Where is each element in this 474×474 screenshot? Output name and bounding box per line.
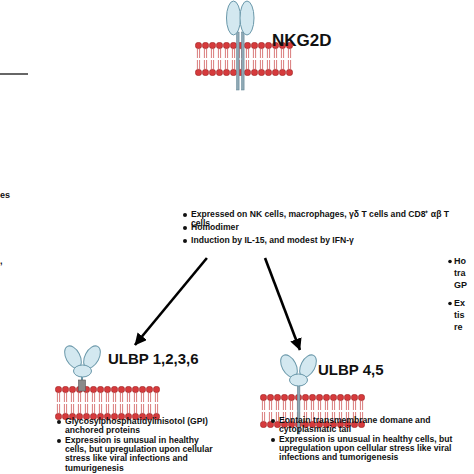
- cropped-rule: [0, 73, 28, 75]
- bullet-text: Expression is unusual in healthy cells, …: [56, 436, 214, 473]
- cropped-text: tra: [454, 268, 466, 278]
- receptor-node: NKG2DExpressed on NK cells, macrophages,…: [178, 0, 470, 258]
- molecule-title: ULBP 1,2,3,6: [108, 350, 238, 367]
- ligand-domain: [74, 365, 92, 377]
- cropped-text: es: [0, 190, 10, 200]
- receptor-stalk: [237, 32, 240, 90]
- bullet-dot: [448, 302, 452, 306]
- receptor-domain: [227, 1, 241, 35]
- lipid-bilayer: [55, 386, 160, 420]
- arrow-connector: [135, 258, 207, 345]
- receptor-domain: [240, 1, 254, 35]
- cell-membrane: [55, 386, 160, 420]
- cropped-text: GP: [454, 280, 467, 290]
- ligand-node: ULBP 4,5Eontain transmembrane domane and…: [262, 350, 474, 474]
- molecule-title: NKG2D: [272, 31, 392, 51]
- molecule-title: ULBP 4,5: [318, 361, 438, 378]
- bullet-text: Expression is unusual in healthy cells, …: [270, 435, 474, 463]
- cropped-text: ,: [0, 256, 3, 266]
- receptor-stalk: [242, 32, 245, 90]
- bullet-text: Glycosylphosphatidylinisotol (GPI) ancho…: [56, 417, 226, 435]
- cropped-text: Ho: [454, 256, 466, 266]
- ligand-node: ULBP 1,2,3,6Glycosylphosphatidylinisotol…: [50, 345, 265, 474]
- cropped-text: tis: [454, 310, 465, 320]
- bullet-text: Eontain transmembrane domane and cytopla…: [270, 416, 470, 434]
- cropped-text: re: [454, 322, 463, 332]
- bullet-dot: [448, 260, 452, 264]
- arrow-connector: [265, 258, 300, 350]
- gpi-anchor: [79, 380, 86, 391]
- bullet-text: Homodimer: [182, 223, 382, 232]
- bullet-text: Induction by IL-15, and modest by IFN-γ: [182, 236, 462, 245]
- cropped-text: Ex: [454, 298, 465, 308]
- ligand-domain: [290, 374, 308, 386]
